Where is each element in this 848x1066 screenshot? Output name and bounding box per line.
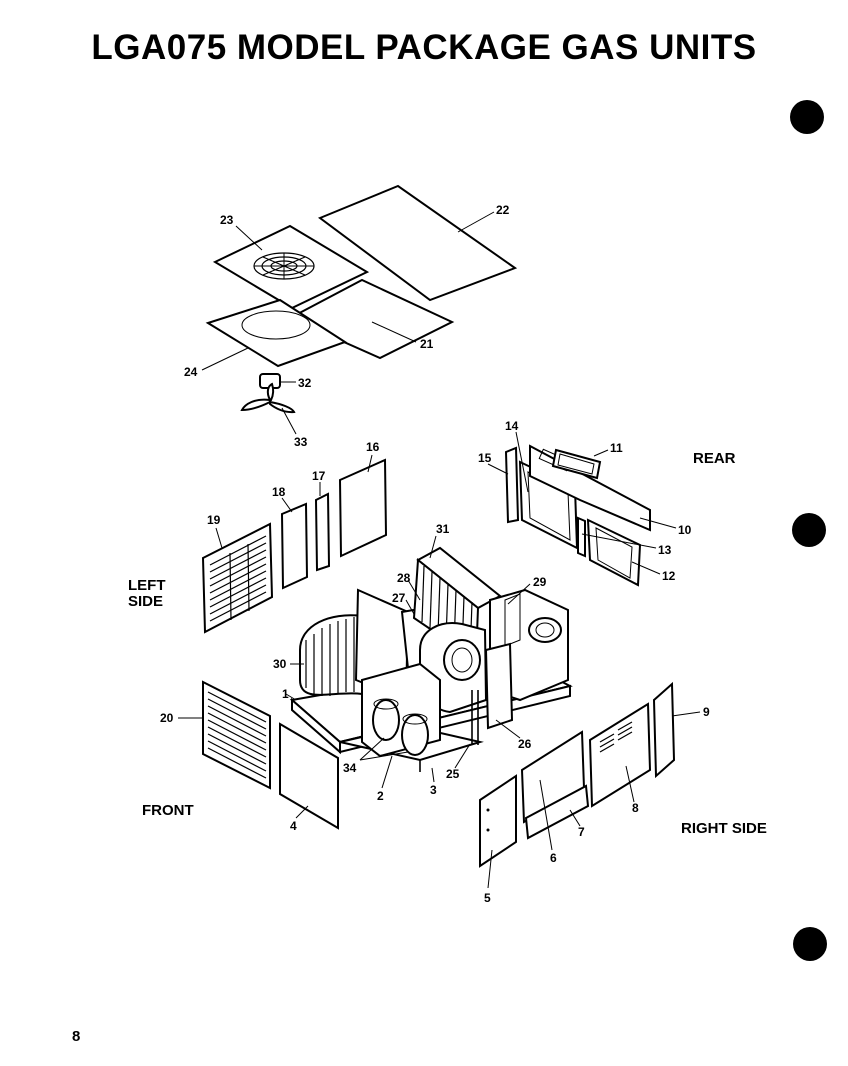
part-8-louvered-access-panel: [588, 702, 652, 808]
part-label-7: 7: [578, 825, 585, 839]
front-label: FRONT: [142, 802, 194, 819]
right-side-label: RIGHT SIDE: [681, 820, 767, 837]
part-12-rear-access-door: [586, 518, 642, 587]
part-label-16: 16: [366, 440, 380, 454]
page-number: 8: [72, 1028, 81, 1045]
part-16-left-upper-panel: [338, 458, 388, 558]
part-25-tube-support: [471, 690, 479, 745]
part-label-13: 13: [658, 543, 672, 557]
part-label-14: 14: [505, 419, 519, 433]
part-23-fan-guard-panel: [212, 224, 370, 310]
part-label-30: 30: [273, 657, 287, 671]
part-label-2: 2: [377, 789, 384, 803]
part-20-front-louvered-grille: [202, 680, 271, 790]
left-side-label-line2: SIDE: [128, 593, 163, 610]
page-title: LGA075 MODEL PACKAGE GAS UNITS: [91, 28, 757, 67]
part-label-11: 11: [610, 441, 623, 455]
part-label-22: 22: [496, 203, 510, 217]
part-15-rear-corner-post: [504, 446, 520, 524]
part-17-left-corner-post: [314, 492, 331, 572]
part-label-9: 9: [703, 705, 710, 719]
part-22-top-cover-panel: [317, 184, 518, 302]
part-21-top-panel: [287, 278, 455, 360]
binder-hole-middle: [792, 513, 826, 547]
binder-hole-top: [790, 100, 824, 134]
side-labels: REAR LEFT SIDE FRONT RIGHT SIDE: [128, 450, 767, 837]
part-label-10: 10: [678, 523, 692, 537]
part-label-23: 23: [220, 213, 234, 227]
part-24-fan-orifice-panel: [205, 298, 348, 368]
part-number-labels: 1 2 3 4 5 6 7 8 9 10 11 12 13 14 15 16 1…: [160, 203, 710, 905]
part-9-right-corner-post: [652, 681, 676, 779]
part-label-26: 26: [518, 737, 532, 751]
part-label-1: 1: [282, 687, 289, 701]
part-19-left-louvered-grille: [201, 522, 274, 634]
part-13-rear-divider-strip: [577, 516, 586, 558]
part-label-21: 21: [420, 337, 434, 351]
part-7-lower-access-panel: [524, 784, 590, 840]
part-label-15: 15: [478, 451, 492, 465]
part-label-19: 19: [207, 513, 221, 527]
part-label-31: 31: [436, 522, 450, 536]
part-11-filter-access-cover: [551, 448, 602, 480]
leader-lines: [178, 211, 701, 889]
part-33-fan-blade: [240, 382, 296, 414]
part-label-25: 25: [446, 767, 460, 781]
part-label-5: 5: [484, 891, 491, 905]
part-label-24: 24: [184, 365, 198, 379]
part-label-17: 17: [312, 469, 326, 483]
part-label-8: 8: [632, 801, 639, 815]
part-4-front-panel: [279, 722, 339, 830]
part-label-27: 27: [392, 591, 406, 605]
part-label-28: 28: [397, 571, 411, 585]
part-label-4: 4: [290, 819, 297, 833]
part-26-control-box: [484, 642, 514, 730]
rear-label: REAR: [693, 450, 736, 467]
binder-hole-bottom: [793, 927, 827, 961]
part-34-compressors: [372, 698, 429, 756]
part-label-3: 3: [430, 783, 437, 797]
part-5-right-side-panel: [479, 774, 517, 868]
left-side-label-line1: LEFT: [128, 577, 166, 594]
part-label-29: 29: [533, 575, 547, 589]
part-label-33: 33: [294, 435, 308, 449]
part-18-left-filler-panel: [280, 502, 309, 590]
part-label-18: 18: [272, 485, 286, 499]
part-label-6: 6: [550, 851, 557, 865]
part-label-12: 12: [662, 569, 676, 583]
part-label-32: 32: [298, 376, 312, 390]
part-label-34: 34: [343, 761, 357, 775]
part-label-20: 20: [160, 711, 174, 725]
